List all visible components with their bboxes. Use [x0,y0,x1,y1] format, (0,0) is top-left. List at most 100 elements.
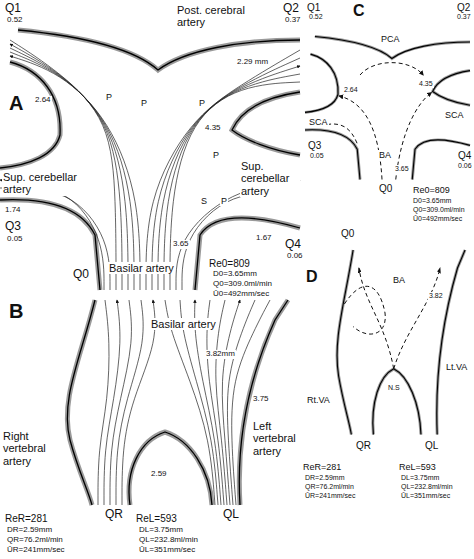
vessel-wall [305,37,470,180]
flow-label: Q2 [456,2,471,13]
flow-marker: S [200,196,208,206]
dimension-value: 1.67 [255,234,273,243]
vessel-name: Sup. cerebellar artery [2,171,99,196]
flow-marker: P [140,98,148,108]
flow-label: QL [424,440,439,451]
streamline [146,50,300,290]
vessel-name: SCA [444,110,465,120]
streamline [10,48,128,290]
flow-label: Q2 [282,2,300,15]
flow-label: Q4 [284,238,302,251]
streamline [98,300,109,505]
flow-label: QR [104,508,124,521]
vessel-name: SCA [308,117,329,127]
dimension-value: 2.64 [34,96,52,105]
flow-label: Q0 [340,228,355,239]
dimension-value: 3.75 [252,395,270,404]
vessel-name: Post. cerebral artery [176,4,256,29]
vessel-name: BA [378,150,392,160]
flow-label: 0.37 [456,13,472,21]
flow-parameter: D0=3.65mm [412,197,452,205]
panel-letter: B [8,300,24,322]
flow-label: 0.05 [6,235,24,244]
vessel-name: Right vertebral artery [2,430,56,467]
vessel-name: Rt.VA [306,395,331,405]
dimension-value: 3.82mm [205,350,236,359]
flow-parameter: Q0=309.0ml/min [412,206,466,214]
flow-label: 0.52 [6,16,24,25]
flow-parameter: DR=2.59mm [304,474,345,482]
streamline [216,300,227,505]
flow-parameter: Re0=809 [412,185,451,195]
streamline [158,66,300,290]
flow-marker: N.S [387,384,401,392]
vessel-name: Basilar artery [108,262,175,274]
flow-label: QR [355,440,372,451]
flow-label: 0.37 [284,16,302,25]
flow-parameter: ŪR=241mm/sec [6,546,66,555]
flow-label: 0.06 [286,252,304,261]
flow-label: Q3 [4,220,22,233]
flow-label: Q0 [378,183,393,194]
flow-parameter: DR=2.59mm [6,526,53,535]
flow-marker: P [105,92,113,102]
flow-label: 0.52 [308,13,324,21]
dimension-value: 3.65 [394,165,410,173]
streamline [0,188,110,290]
vessel-name: Basilar artery [150,318,217,330]
flow-label: QL [222,508,240,521]
dimension-value: 4.35 [418,80,434,88]
streamline [116,300,143,505]
vessel-name: Lt.VA [445,362,468,372]
panel-letter: D [305,268,319,286]
flow-label: Q3 [307,140,322,151]
flow-parameter: QR=76.2ml/min [6,536,64,545]
streamline [152,58,300,290]
flow-parameter: D0=3.65mm [212,270,258,279]
streamline [232,300,270,505]
flow-parameter: Re0=809 [208,258,251,269]
dimension-value: 2.29 mm [236,58,269,67]
flow-parameter: DL=3.75mm [138,526,184,535]
flow-parameter: QR=76.2ml/min [304,483,355,491]
streamline [182,193,300,290]
flow-parameter: Ū0=492mm/sec [212,290,270,299]
flow-parameter: ReL=593 [135,513,178,524]
flow-parameter: DL=3.75mm [400,474,440,482]
panel-letter: C [352,2,366,20]
dimension-value: 4.35 [204,124,222,133]
streamline [222,300,240,505]
streamline [207,300,224,505]
flow-parameter: ReL=593 [398,462,437,472]
flow-marker: P [220,196,228,206]
flow-parameter: Ū0=492mm/sec [412,215,463,223]
dividing-streamline [327,63,432,180]
flow-parameter: ReR=281 [302,462,342,472]
flow-parameter: ŪL=351mm/sec [138,546,196,555]
dividing-streamline [344,268,440,369]
streamline [227,300,255,505]
vessel-name: Sup. cerebellar artery [240,160,300,197]
streamline [110,300,131,505]
flow-label: Q1 [306,2,321,13]
flow-label: Q0 [72,268,90,281]
vessel-wall [0,30,300,290]
streamline [104,300,120,505]
flow-parameter: Q0=309.0ml/min [212,280,273,289]
dimension-value: 1.74 [4,206,22,215]
flow-label: Q1 [4,2,22,15]
streamline [0,180,104,290]
flow-marker: P [198,98,206,108]
vessel-name: BA [392,275,406,285]
vessel-name: Left vertebral artery [252,420,302,457]
dimension-value: 2.59 [150,470,168,479]
flow-marker: P [212,150,220,160]
flow-parameter: ŪR=241mm/sec [304,492,356,500]
flow-parameter: QL=232.8ml/min [400,483,454,491]
flow-parameter: QL=232.8ml/min [138,536,199,545]
panel-letter: A [8,92,24,114]
streamline [195,300,221,505]
streamline [170,82,300,290]
flow-parameter: ReR=281 [4,513,49,524]
dimension-value: 2.64 [343,86,359,94]
